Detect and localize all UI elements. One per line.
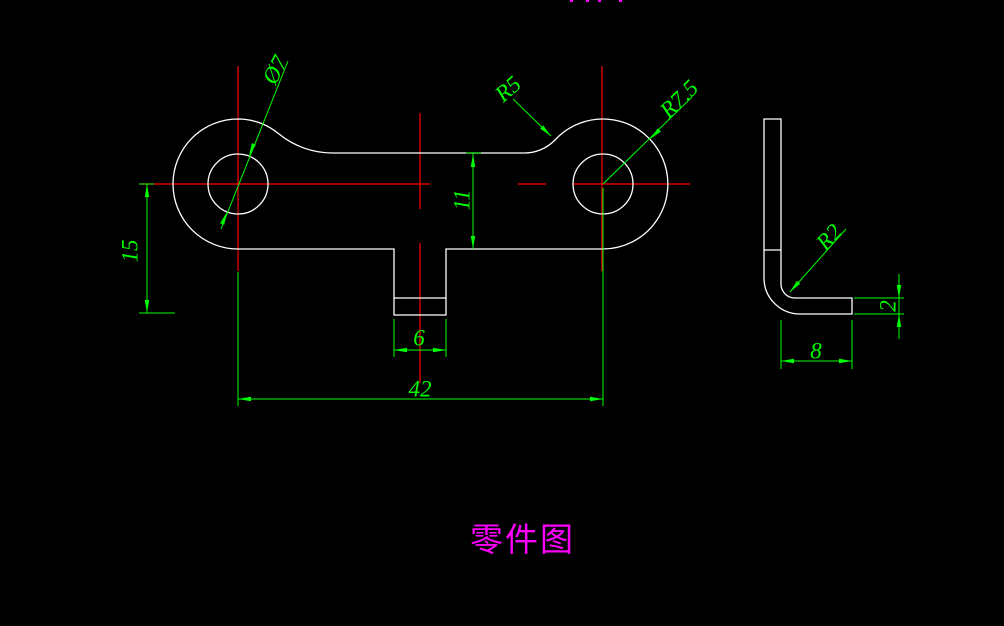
dim-6[interactable]: 6 [393,319,447,357]
arrow-left-icon [394,347,407,353]
arrow-right-icon [590,396,603,402]
arrow-down-icon [144,300,150,313]
dim-label-15[interactable]: 15 [118,240,143,263]
dim-r5[interactable]: R5 [489,71,552,137]
arrow-down-right-icon [540,125,551,136]
side-dimensions[interactable]: R2 2 8 [780,219,904,369]
left-hole-circle[interactable] [207,153,269,215]
clipped-text-fragment [586,0,589,2]
clipped-text-fragment [570,0,573,2]
dim-label-11[interactable]: 11 [450,189,475,210]
dim-11[interactable]: 11 [450,152,482,249]
dim-label-42[interactable]: 42 [409,377,432,402]
dim-r2[interactable]: R2 [789,219,847,293]
centerlines[interactable] [140,66,690,383]
dim-label-dia7[interactable]: Ø7 [257,50,293,89]
clipped-text-fragment [619,0,622,2]
arrow-down-icon [896,285,902,298]
arrow-down-icon [470,236,476,249]
part-outline[interactable] [172,118,669,316]
dim-label-r5[interactable]: R5 [489,71,525,107]
dim-label-8[interactable]: 8 [810,339,822,364]
dim-2[interactable]: 2 [854,274,904,339]
side-view[interactable] [763,118,853,315]
arrow-up-icon [896,314,902,327]
dim-8[interactable]: 8 [780,320,853,369]
arrow-down-left-icon [249,143,256,156]
front-dimensions[interactable]: 15 Ø7 11 R5 [118,50,704,406]
side-profile-outline[interactable] [763,118,853,315]
arrow-down-left-icon [790,280,801,292]
dim-r75[interactable]: R7.5 [602,75,703,185]
arrow-left-icon [781,358,794,364]
dim-42[interactable]: 42 [237,188,604,406]
dim-label-r2[interactable]: R2 [810,219,846,255]
arrow-up-right-icon [220,212,227,225]
drawing-title[interactable]: 零件图 [470,520,575,559]
dim-label-2[interactable]: 2 [876,300,901,312]
arrow-up-icon [144,184,150,197]
arrow-right-icon [839,358,852,364]
dim-label-r75[interactable]: R7.5 [654,75,703,123]
arrow-down-left-icon [650,128,661,139]
dim-label-6[interactable]: 6 [413,326,425,351]
arrow-left-icon [238,396,251,402]
dim-15[interactable]: 15 [118,183,176,314]
dim-dia7[interactable]: Ø7 [220,50,293,230]
arrow-right-icon [433,347,446,353]
clipped-text-fragment [598,0,601,2]
arrow-up-icon [470,154,476,167]
